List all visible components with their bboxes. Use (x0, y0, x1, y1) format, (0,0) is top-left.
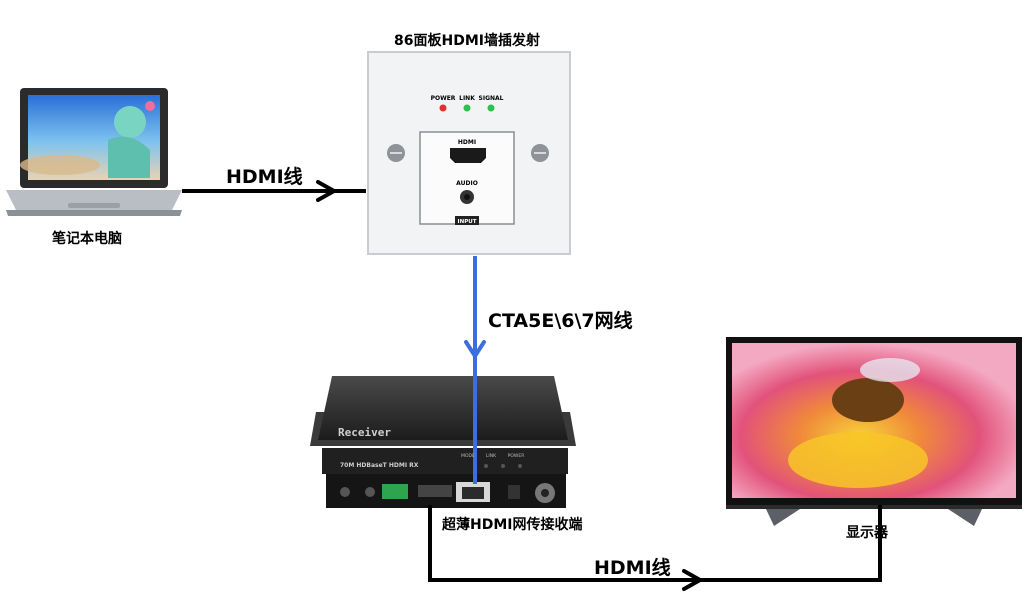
led-signal-label: SIGNAL (479, 95, 504, 102)
receiver-top-panel (318, 376, 568, 440)
receiver-brand: Receiver (338, 426, 391, 439)
led-signal-indicator (487, 104, 495, 112)
laptop-base (6, 190, 182, 210)
hdmi-cable-bottom-label: HDMI线 (594, 557, 671, 579)
receiver-front-panel (322, 448, 568, 474)
input-label: INPUT (458, 219, 477, 225)
wall-plate-transmitter (367, 51, 571, 255)
receiver-model: 70M HDBaseT HDMI RX (340, 462, 419, 469)
hdmi-out-port-icon (418, 485, 452, 497)
hdmi-port-icon (450, 148, 486, 163)
hdmi-cable-top-label: HDMI线 (226, 166, 303, 188)
monitor-label: 显示器 (846, 525, 888, 541)
receiver-power-label: POWER (508, 453, 525, 459)
receiver-mode-label: MODE (461, 453, 475, 459)
led-power-indicator (439, 104, 447, 112)
network-cable-label: CTA5E\6\7网线 (488, 310, 633, 332)
wall-plate-title: 86面板HDMI墙插发射 (394, 33, 540, 49)
led-power-label: POWER (431, 95, 456, 102)
anime-character-head (114, 106, 146, 138)
hdbaset-receiver (310, 376, 576, 508)
audio-port-label: AUDIO (456, 180, 478, 187)
terminal-block-icon (382, 484, 408, 499)
laptop-label: 笔记本电脑 (52, 231, 122, 247)
monitor-stand-right (948, 509, 982, 526)
port-panel (419, 131, 515, 225)
audio-out-port-icon (340, 487, 350, 497)
receiver-link-label: LINK (486, 453, 497, 459)
monitor-illustration (726, 337, 1022, 526)
bee-icon (832, 378, 904, 422)
monitor-stand-left (766, 509, 800, 526)
network-cable (464, 256, 486, 484)
hdmi-cable-bottom (428, 505, 882, 591)
hdmi-port-label: HDMI (458, 139, 476, 146)
hdmi-cable-top (182, 180, 366, 202)
laptop-illustration (6, 88, 182, 216)
led-link-indicator (463, 104, 471, 112)
receiver-label: 超薄HDMI网传接收端 (442, 517, 583, 533)
led-link-label: LINK (459, 95, 475, 102)
